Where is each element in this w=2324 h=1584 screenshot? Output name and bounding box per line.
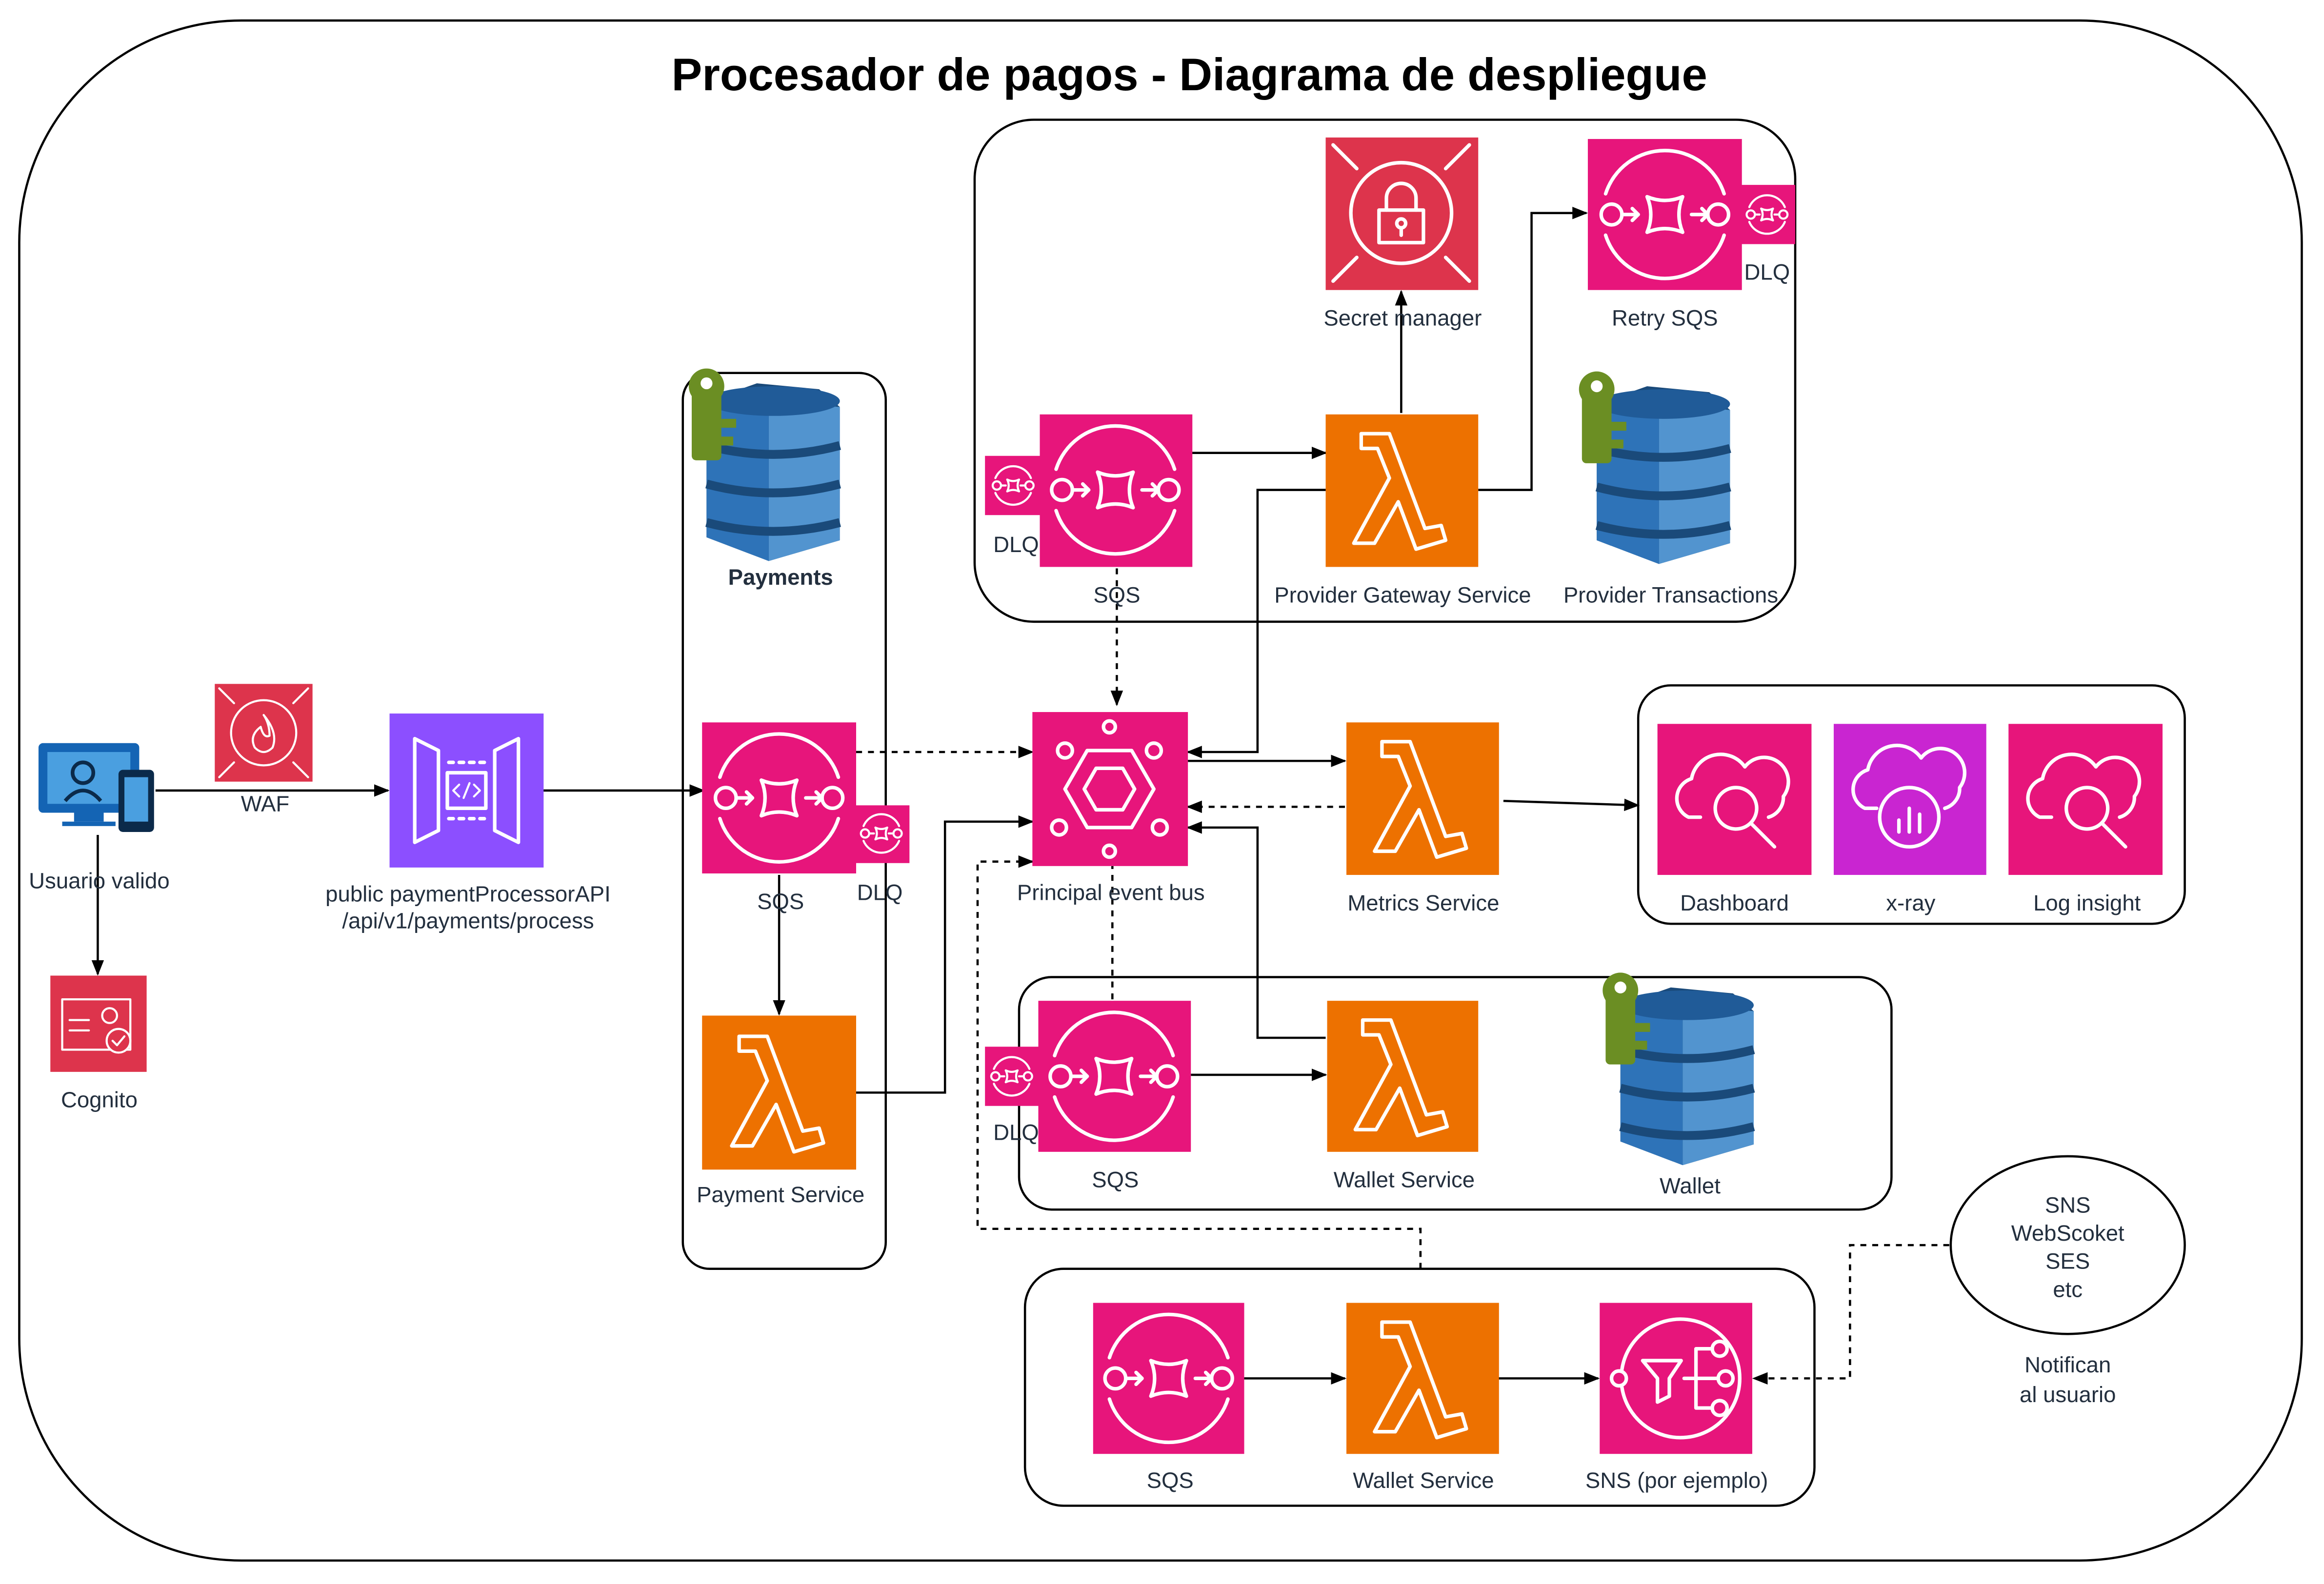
wallet-service-node[interactable]: Wallet Service [1327, 1001, 1479, 1192]
retry-sqs-label: Retry SQS [1612, 306, 1718, 331]
wallet-service-to-bus-arrow [1186, 821, 1326, 1039]
user-devices-icon [38, 743, 154, 832]
notification-to-bus-link [976, 855, 1422, 1269]
waf-node[interactable]: WAF [215, 684, 313, 816]
xray-label: x-ray [1886, 891, 1935, 915]
dashboard-node[interactable]: Dashboard [1657, 724, 1812, 915]
waf-label: WAF [241, 791, 289, 816]
dynamodb-icon [1579, 372, 1730, 564]
gateway-to-bus-arrow [1186, 489, 1326, 758]
api-label-line2: /api/v1/payments/process [342, 908, 594, 933]
sns-label: SNS (por ejemplo) [1585, 1468, 1768, 1493]
channel-2: WebScoket [2011, 1221, 2124, 1246]
notify-note-line2: al usuario [2020, 1382, 2116, 1407]
wallet-db-label: Wallet [1660, 1173, 1721, 1198]
secret-manager-node[interactable]: Secret manager [1323, 137, 1482, 331]
api-gateway-icon [413, 737, 521, 844]
api-label-line1: public paymentProcessorAPI [325, 882, 611, 907]
dashboard-label: Dashboard [1680, 891, 1789, 915]
payments-dlq-label: DLQ [857, 880, 903, 905]
secret-manager-label: Secret manager [1323, 306, 1482, 331]
metrics-to-observability-arrow [1503, 798, 1640, 812]
connectors [91, 207, 1949, 1385]
provider-transactions-node[interactable]: Provider Transactions [1563, 372, 1778, 608]
event-bus-node[interactable]: Principal event bus [1017, 712, 1205, 905]
provider-gateway-node[interactable]: Provider Gateway Service [1274, 414, 1531, 608]
outer-frame [18, 19, 2303, 1562]
wallet-service-label: Wallet Service [1334, 1168, 1475, 1192]
payments-db-label: Payments [728, 565, 833, 590]
log-insight-label: Log insight [2033, 891, 2141, 915]
wallet-sqs-node[interactable]: DLQ SQS [985, 1001, 1191, 1192]
wallet-dlq-label: DLQ [993, 1120, 1039, 1145]
metrics-service-label: Metrics Service [1347, 891, 1499, 915]
channel-3: SES [2045, 1249, 2090, 1274]
page-title: Procesador de pagos - Diagrama de despli… [672, 49, 1707, 100]
payment-service-label: Payment Service [697, 1182, 864, 1207]
cognito-icon [61, 998, 132, 1054]
api-gateway-node[interactable]: public paymentProcessorAPI /api/v1/payme… [325, 713, 611, 933]
notify-service-label: Wallet Service [1353, 1468, 1494, 1493]
payments-sqs-label: SQS [757, 889, 804, 914]
provider-dlq-label: DLQ [993, 532, 1039, 557]
dynamodb-icon [1603, 972, 1754, 1165]
user-label: Usuario valido [29, 868, 170, 893]
provider-gateway-label: Provider Gateway Service [1274, 582, 1531, 607]
retry-dlq-label: DLQ [1744, 259, 1790, 284]
notify-sqs-label: SQS [1147, 1468, 1194, 1493]
channels-to-sns-link [1752, 1244, 1949, 1385]
event-bus-label: Principal event bus [1017, 880, 1205, 905]
notify-service-node[interactable]: Wallet Service [1346, 1303, 1499, 1493]
dynamodb-icon [689, 369, 840, 561]
notification-group [1023, 1267, 1816, 1507]
cognito-label: Cognito [61, 1088, 138, 1112]
cognito-node[interactable]: Cognito [50, 975, 147, 1112]
metrics-service-node[interactable]: Metrics Service [1346, 722, 1500, 915]
user-node[interactable]: Usuario valido [29, 743, 170, 893]
notify-sqs-node[interactable]: SQS [1093, 1303, 1244, 1493]
provider-sqs-label: SQS [1093, 582, 1140, 607]
payment-service-node[interactable]: Payment Service [697, 1015, 864, 1207]
retry-sqs-node[interactable]: DLQ Retry SQS [1587, 139, 1796, 331]
gateway-to-retry-arrow [1478, 207, 1588, 491]
sns-node[interactable]: SNS (por ejemplo) [1585, 1303, 1768, 1493]
log-insight-node[interactable]: Log insight [2008, 724, 2163, 915]
provider-transactions-label: Provider Transactions [1563, 582, 1778, 607]
channel-4: etc [2053, 1277, 2083, 1302]
payments-sqs-node[interactable]: SQS DLQ [702, 722, 910, 914]
waf-icon [218, 687, 309, 778]
payment-service-to-bus-arrow [856, 815, 1034, 1094]
channels-node: SNS WebScoket SES etc [1949, 1155, 2186, 1335]
channel-1: SNS [2045, 1192, 2091, 1217]
provider-group [973, 119, 1797, 623]
provider-sqs-node[interactable]: DLQ SQS [985, 414, 1193, 608]
notify-note-line1: Notifican [2024, 1352, 2111, 1377]
wallet-sqs-label: SQS [1092, 1168, 1139, 1192]
payments-db-node[interactable]: Payments [689, 369, 840, 590]
xray-node[interactable]: x-ray [1833, 724, 1986, 915]
wallet-db-node[interactable]: Wallet [1603, 972, 1754, 1198]
